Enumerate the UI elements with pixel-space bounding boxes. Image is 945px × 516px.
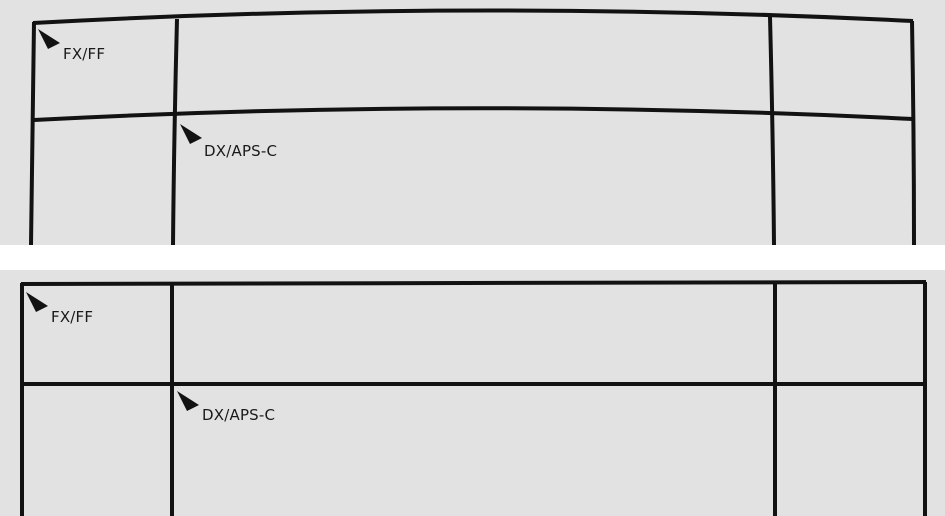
grid-inner-right-line xyxy=(768,16,776,245)
grid-right-border xyxy=(910,20,916,245)
distorted-grid-photo: FX/FF DX/APS-C xyxy=(0,0,945,245)
grid-middle-line xyxy=(33,106,914,122)
fx-ff-label: FX/FF xyxy=(51,308,94,326)
grid-inner-left-line xyxy=(171,18,179,245)
corrected-grid-photo: FX/FF DX/APS-C xyxy=(0,270,945,516)
distorted-grid-lines xyxy=(29,8,916,245)
dx-corner-marker-icon xyxy=(177,391,199,411)
grid-left-border xyxy=(29,21,36,245)
dx-aps-c-label: DX/APS-C xyxy=(202,406,276,424)
fx-corner-marker-icon xyxy=(38,29,60,49)
fx-corner-marker-icon xyxy=(26,292,48,312)
fx-ff-label: FX/FF xyxy=(63,45,106,63)
dx-aps-c-label: DX/APS-C xyxy=(204,142,278,160)
dx-corner-marker-icon xyxy=(180,124,202,144)
grid-top-border xyxy=(32,8,914,25)
corrected-grid-lines xyxy=(20,280,927,516)
grid-top-border xyxy=(20,280,927,286)
